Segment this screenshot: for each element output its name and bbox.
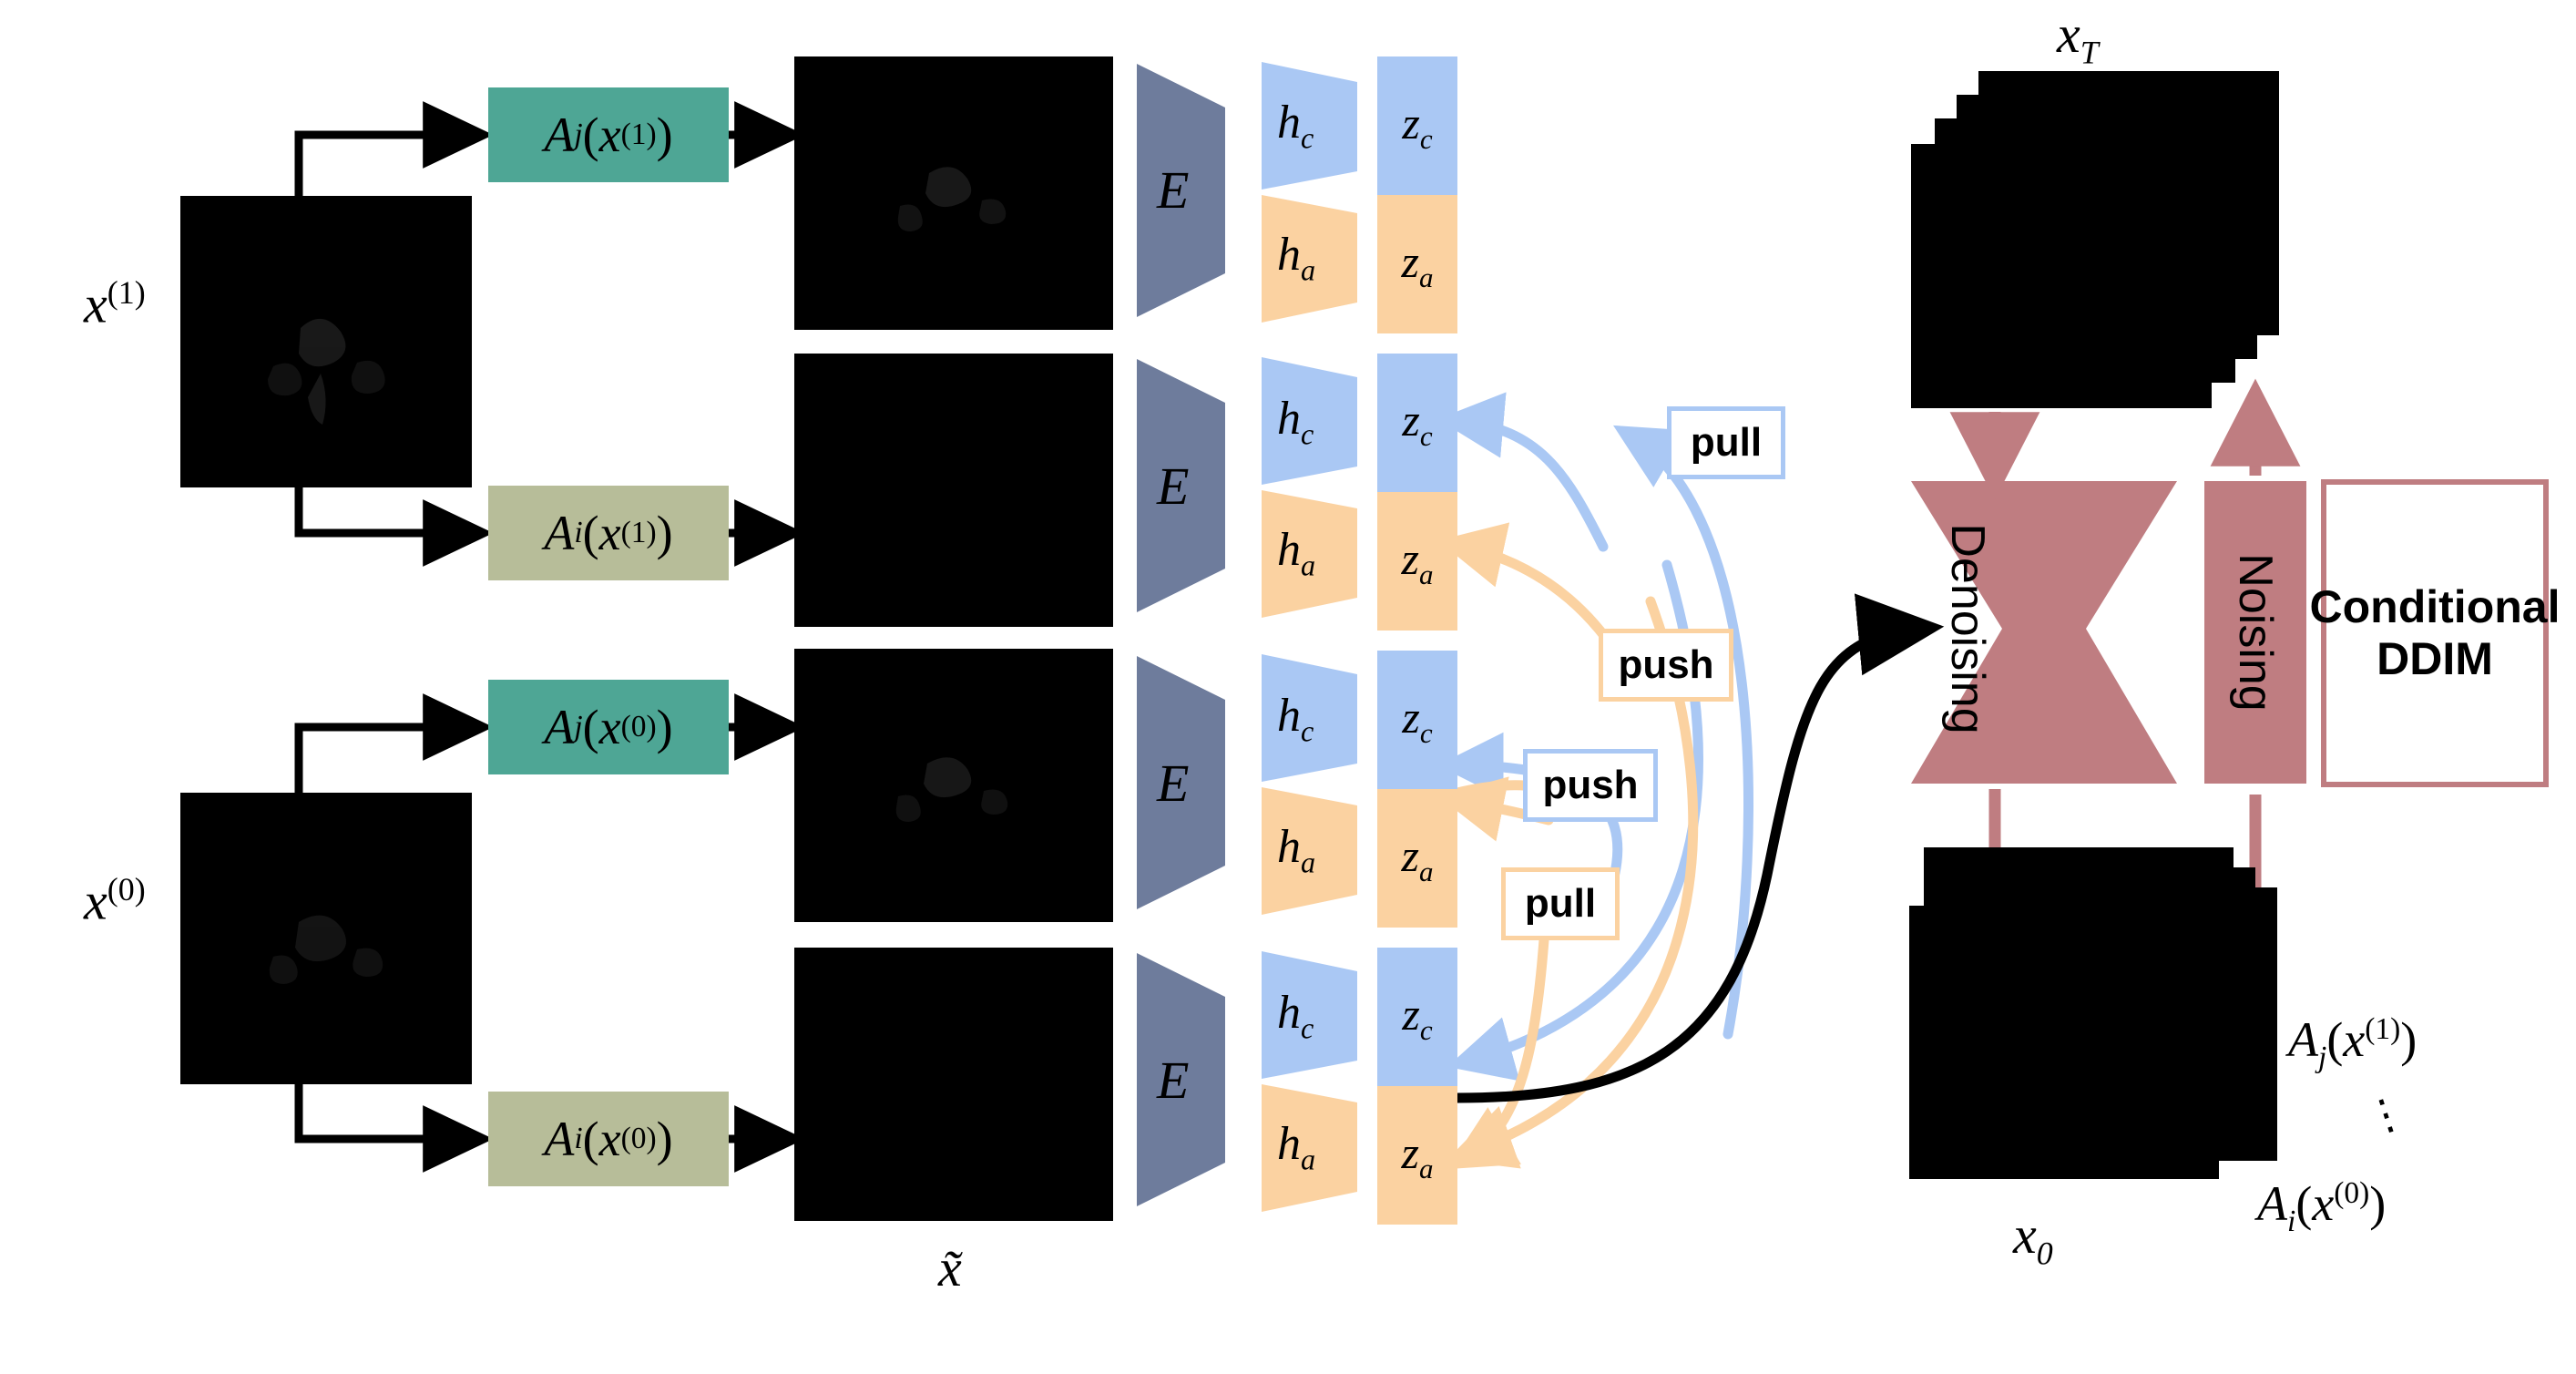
encoder-label-row2: E	[1157, 456, 1190, 516]
output-stack-label-bottom: Ai(x(0))	[2257, 1176, 2387, 1238]
latent-za-row1: za	[1377, 195, 1457, 333]
augmented-caption: x̃	[938, 1238, 962, 1297]
latent-za-row4: za	[1377, 1086, 1457, 1225]
encoder-label-row4: E	[1157, 1051, 1190, 1110]
head-label-ha-row2: ha	[1277, 524, 1316, 582]
encoder-label-row3: E	[1157, 754, 1190, 813]
pull-tag-2: pull	[1501, 867, 1620, 940]
conditional-ddim-card: Conditional DDIM	[2310, 479, 2560, 787]
augmented-image-row2	[794, 354, 1113, 627]
head-label-hc-row2: hc	[1277, 393, 1314, 451]
latent-zc-row3: zc	[1377, 651, 1457, 789]
encoder-label-row1: E	[1157, 160, 1190, 220]
head-label-hc-row4: hc	[1277, 987, 1314, 1045]
input-label-x1: x(1)	[84, 274, 146, 334]
ddim-line-1: Conditional	[2309, 580, 2561, 632]
ddim-line-2: DDIM	[2377, 633, 2493, 684]
augmented-image-row4	[794, 948, 1113, 1221]
push-tag-1: push	[1599, 629, 1733, 702]
output-stack	[1909, 847, 2277, 1179]
denoising-label: Denoising	[1941, 523, 1994, 734]
noise-label: xT	[2057, 5, 2099, 71]
push-tag-2: push	[1523, 749, 1658, 822]
pipeline-arrows	[294, 101, 805, 1173]
latent-zc-row1: zc	[1377, 56, 1457, 195]
input-label-x0: x(0)	[84, 871, 146, 931]
head-label-ha-row4: ha	[1277, 1118, 1316, 1176]
contrastive-blue-arrows	[1437, 392, 1753, 1082]
encoder-shapes	[1137, 64, 1225, 1206]
latent-zc-row4: zc	[1377, 948, 1457, 1086]
head-label-ha-row3: ha	[1277, 821, 1316, 879]
brain-image-x1	[180, 196, 472, 487]
head-label-ha-row1: ha	[1277, 229, 1316, 287]
augmented-image-row3	[794, 649, 1113, 922]
output-stack-label-top: Aj(x(1))	[2288, 1012, 2418, 1074]
head-label-hc-row3: hc	[1277, 690, 1314, 748]
augmented-image-row1	[794, 56, 1113, 330]
brain-image-x0	[180, 793, 472, 1084]
output-label: x0	[2013, 1205, 2053, 1272]
output-stack-ellipsis: ⋮	[2358, 1086, 2413, 1143]
noising-label: Noising	[2229, 553, 2282, 712]
latent-zc-row2: zc	[1377, 354, 1457, 492]
latent-za-row2: za	[1377, 492, 1457, 631]
head-label-hc-row1: hc	[1277, 97, 1314, 155]
noise-stack	[1911, 71, 2279, 408]
pull-tag-1: pull	[1667, 406, 1785, 479]
latent-za-row3: za	[1377, 789, 1457, 928]
